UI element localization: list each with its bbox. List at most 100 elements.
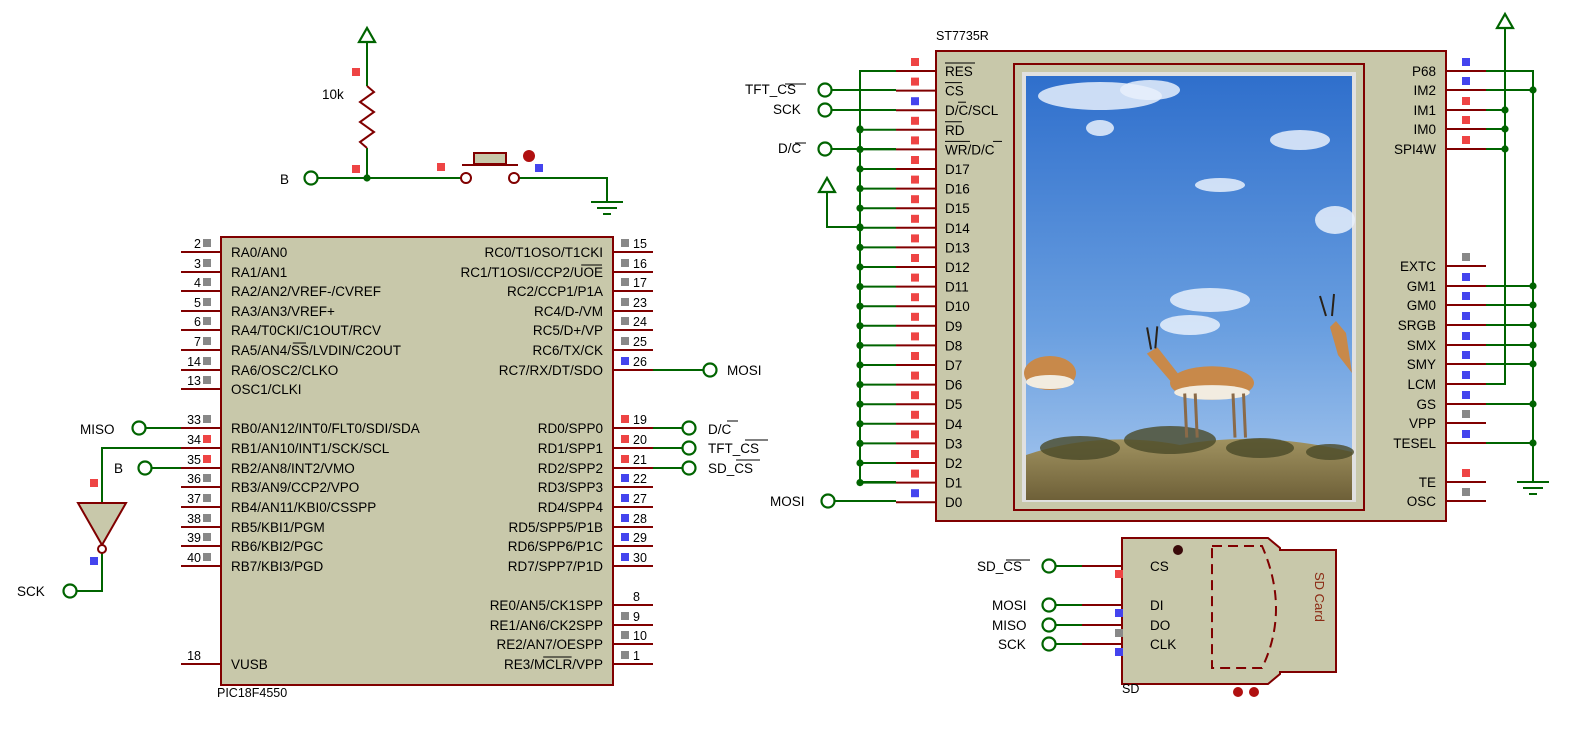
inverter-buffer [76, 502, 128, 548]
pin-label: CLK [1150, 637, 1176, 652]
pin-label: D10 [945, 299, 970, 314]
pin-label: 16 [633, 257, 647, 271]
pin-state-marker [1462, 312, 1470, 320]
pin-label: RA0/AN0 [231, 245, 287, 260]
pin-label: RC1/T1OSI/CCP2/UOE [460, 265, 603, 280]
terminal-miso [131, 420, 147, 436]
sd-indicator [1173, 545, 1183, 555]
pin-label: CS [945, 84, 964, 99]
sd-name: SD [1122, 682, 1139, 696]
pin-label: 21 [633, 453, 647, 467]
display-antelope [1026, 375, 1074, 389]
display-antelope [1146, 326, 1159, 350]
pin-label: 19 [633, 413, 647, 427]
display-antelope [1146, 347, 1181, 383]
pin-state-marker [203, 514, 211, 522]
pin-label: GM0 [1407, 298, 1436, 313]
pin-state-marker [911, 254, 919, 262]
display-cloud [1315, 206, 1355, 234]
pin-state-marker [1462, 410, 1470, 418]
pin-label: RD4/SPP4 [538, 500, 604, 515]
sd-terminal [1041, 597, 1057, 613]
lcd-terminal-mosi [820, 493, 836, 509]
pin-label: RD2/SPP2 [538, 461, 603, 476]
display-cloud [1170, 288, 1250, 312]
mcu-body [220, 236, 614, 686]
sd-card-module: SD SD Card SD_CS MOSI MISO SCK [977, 559, 1327, 696]
pin-state-marker [621, 298, 629, 306]
pin-state-marker [911, 371, 919, 380]
pin-label: 40 [187, 551, 201, 565]
pin-state-marker [911, 156, 919, 164]
pin-label: P68 [1412, 64, 1436, 79]
sd-card-label: SD Card [1312, 572, 1327, 622]
junction-dot [1529, 360, 1537, 368]
power-arrow-symbol [817, 175, 837, 194]
pin-label: D16 [945, 182, 970, 197]
mcu-pic18f4550: PIC18F4550 MISO B SCK MOSI D/C TFT_CS SD… [17, 363, 762, 700]
pin-label: RA1/AN1 [231, 265, 287, 280]
display-cloud [1195, 178, 1245, 192]
pin-label: 3 [194, 257, 201, 271]
pin-state-marker [621, 278, 629, 286]
wire [101, 447, 181, 502]
lcd-terminal-dc [817, 141, 833, 157]
pin-state-marker [911, 450, 919, 458]
pin-label: IM2 [1413, 83, 1436, 98]
pin-state-marker [621, 317, 629, 325]
pin-label: 8 [633, 590, 640, 604]
power-arrow-symbol [357, 25, 377, 44]
pin-label: 22 [633, 472, 647, 486]
pin-state-marker [1462, 58, 1470, 66]
pin-state-marker [911, 273, 919, 282]
pin-state-marker [911, 489, 919, 498]
lcd-st7735r: ST7735R TFT_CS SCK D/C MOSI [745, 29, 989, 509]
button-contact [508, 172, 520, 184]
pin-state-marker [621, 533, 629, 541]
terminal-sck [62, 583, 78, 599]
junction-dot [856, 125, 864, 133]
pin-state-marker [1462, 292, 1470, 300]
pin-label: 39 [187, 531, 201, 545]
pin-label: 36 [187, 472, 201, 486]
pin-state-marker [621, 612, 629, 620]
junction-dot [1529, 321, 1537, 329]
pin-state-marker [203, 357, 211, 365]
display-bush [1124, 426, 1216, 454]
pin-label: 9 [633, 610, 640, 624]
lcd-name: ST7735R [936, 29, 989, 43]
pin-label: TESEL [1393, 436, 1436, 451]
pin-state-marker [1115, 648, 1123, 656]
pin-state-marker [911, 391, 919, 400]
pin-state-marker [437, 163, 445, 171]
junction-dot [1529, 282, 1537, 290]
pin-label: RA4/T0CKI/C1OUT/RCV [231, 323, 381, 338]
reset-circuit: 10k B [280, 87, 344, 187]
pin-state-marker [1115, 570, 1123, 578]
pin-label: RB1/AN10/INT1/SCK/SCL [231, 441, 390, 456]
display-antelope [1330, 321, 1352, 373]
pin-label: 5 [194, 296, 201, 310]
display-bush [1226, 438, 1294, 458]
sd-terminal-sck-label: SCK [998, 637, 1026, 652]
pin-label: D0 [945, 495, 962, 510]
pin-state-marker [1462, 351, 1470, 359]
display-cloud [1160, 315, 1220, 335]
pin-label: IM1 [1413, 103, 1436, 118]
sd-terminal [1041, 558, 1057, 574]
pin-label: RB6/KBI2/PGC [231, 539, 324, 554]
pin-label: RB5/KBI1/PGM [231, 520, 325, 535]
pin-label: CS [1150, 559, 1169, 574]
pin-state-marker [621, 357, 629, 365]
pin-state-marker [203, 317, 211, 325]
pin-state-marker [352, 165, 360, 173]
pin-label: RA3/AN3/VREF+ [231, 304, 335, 319]
pin-label: RD0/SPP0 [538, 421, 603, 436]
pin-state-marker [621, 514, 629, 522]
pin-label: 24 [633, 315, 647, 329]
pin-state-marker [1462, 273, 1470, 281]
pin-state-marker [203, 553, 211, 561]
sd-terminal-mosi-label: MOSI [992, 598, 1027, 613]
wire [1486, 70, 1534, 482]
pin-state-marker [911, 352, 919, 360]
